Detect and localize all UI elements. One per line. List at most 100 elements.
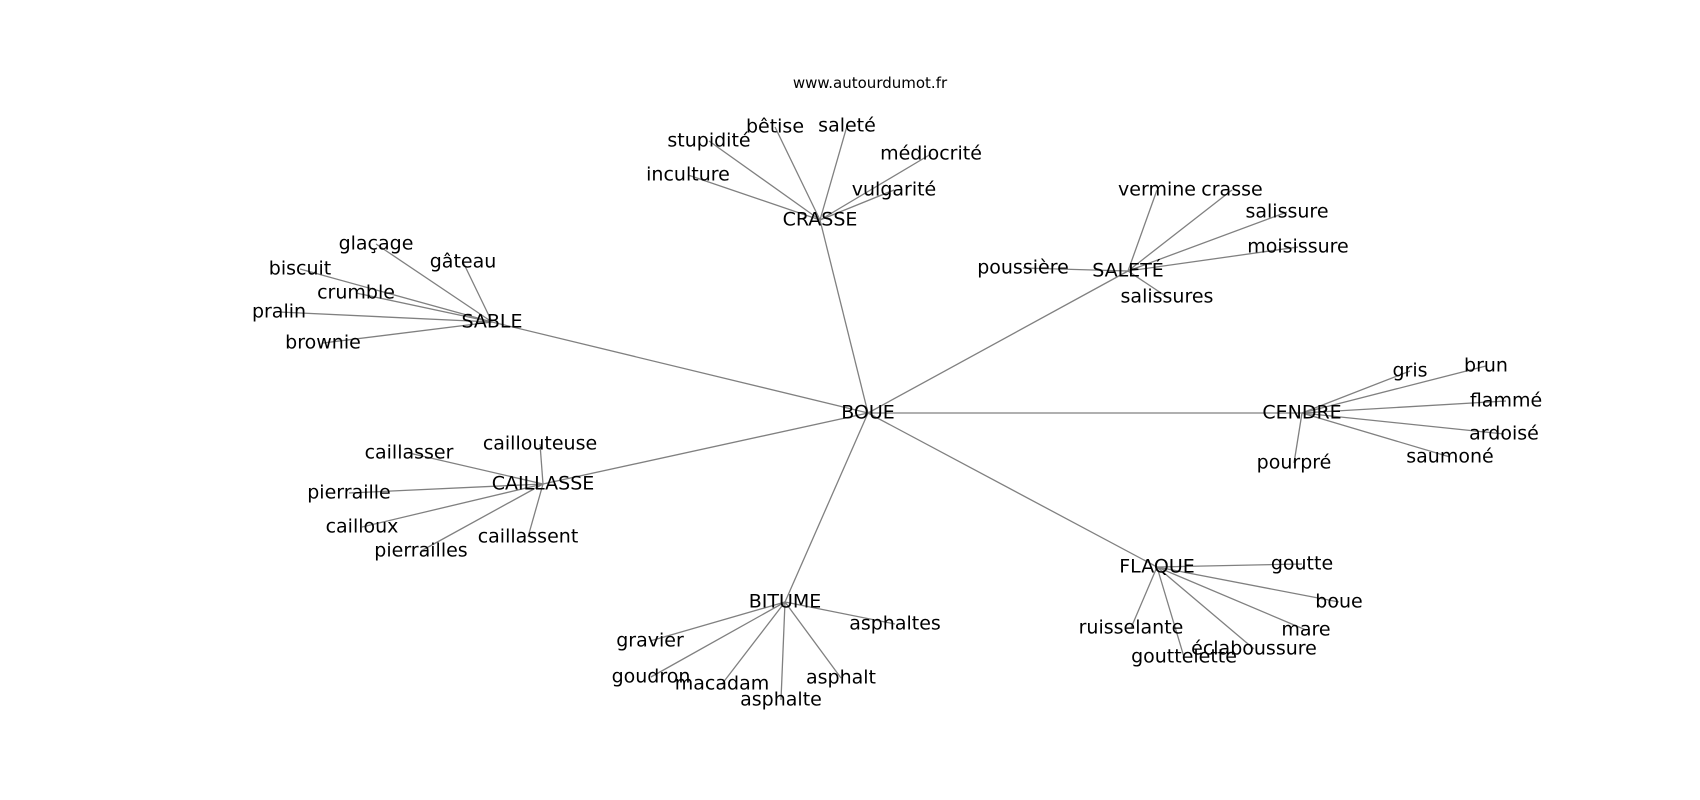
edge-word-4-0 — [539, 443, 544, 485]
edge-word-5-3 — [1156, 566, 1255, 650]
hub-node-label: SALETÉ — [1092, 259, 1164, 282]
word-node-label: gravier — [616, 630, 684, 652]
word-node-label: médiocrité — [880, 143, 982, 165]
word-node-label: cailloux — [326, 516, 399, 538]
edge-word-0-0 — [708, 140, 821, 221]
word-node-label: goutte — [1271, 553, 1333, 575]
edge-word-1-1 — [1127, 189, 1233, 272]
edge-word-1-5 — [1127, 270, 1168, 298]
graph-edges — [278, 125, 1507, 701]
edge-word-4-3 — [361, 483, 544, 528]
hub-node-label: CRASSE — [783, 209, 858, 231]
edge-word-1-3 — [1127, 246, 1299, 272]
word-node-label: biscuit — [269, 258, 331, 280]
edge-word-6-2 — [650, 601, 786, 678]
edge-word-0-1 — [774, 126, 821, 221]
word-node-label: caillouteuse — [483, 433, 597, 455]
word-node-label: inculture — [646, 164, 730, 186]
word-node-label: boue — [1315, 591, 1362, 613]
word-node-label: pierraille — [307, 482, 391, 504]
word-node-label: caillassent — [478, 526, 579, 548]
word-node-label: gouttelette — [1131, 646, 1237, 668]
edge-word-6-4 — [780, 601, 786, 701]
word-node-label: brun — [1464, 355, 1508, 377]
edge-word-3-1 — [1301, 365, 1487, 414]
word-node-label: saleté — [818, 115, 876, 137]
edge-word-6-5 — [784, 601, 842, 679]
hub-node-label: SABLE — [461, 311, 522, 333]
word-node-label: vermine — [1118, 179, 1196, 201]
word-node-label: saumoné — [1406, 446, 1493, 468]
word-node-label: ruisselante — [1079, 617, 1184, 639]
edge-word-1-0 — [1127, 189, 1158, 272]
word-node-label: salissure — [1245, 201, 1328, 223]
word-node-label: gris — [1392, 360, 1427, 382]
edge-center-5 — [867, 412, 1158, 568]
site-url: www.autourdumot.fr — [793, 74, 948, 92]
edge-word-2-1 — [462, 261, 493, 323]
edge-word-0-5 — [819, 189, 895, 221]
word-node-label: asphalt — [806, 667, 876, 689]
edge-word-2-5 — [322, 321, 493, 344]
word-node-label: gâteau — [430, 251, 497, 273]
word-node-label: stupidité — [667, 130, 750, 152]
word-node-label: glaçage — [339, 233, 414, 255]
word-node-label: bêtise — [746, 116, 804, 138]
word-node-label: crumble — [317, 282, 395, 304]
word-node-label: poussière — [977, 257, 1069, 279]
hub-node-label: CAILLASSE — [492, 473, 595, 495]
word-node-label: ardoisé — [1469, 423, 1539, 445]
edge-word-5-0 — [1156, 563, 1303, 568]
edge-center-1 — [867, 270, 1129, 414]
edge-word-2-0 — [375, 243, 493, 323]
word-node-label: goudron — [612, 666, 691, 688]
edge-word-4-2 — [348, 483, 544, 494]
edge-word-3-2 — [1301, 400, 1507, 414]
edge-word-4-4 — [420, 483, 544, 552]
word-node-label: asphaltes — [849, 613, 941, 635]
hub-node-label: FLAQUE — [1119, 556, 1194, 578]
edge-word-6-3 — [721, 601, 786, 685]
edge-word-1-2 — [1127, 211, 1288, 272]
edge-word-5-2 — [1156, 566, 1307, 631]
edge-word-0-4 — [687, 174, 821, 221]
word-node-label: brownie — [285, 332, 361, 354]
word-node-label: éclaboussure — [1191, 638, 1317, 660]
edge-word-0-3 — [819, 153, 932, 221]
edge-word-3-3 — [1301, 412, 1505, 435]
center-node-label: BOUE — [841, 402, 895, 424]
word-node-label: mare — [1281, 619, 1330, 641]
edge-word-4-5 — [527, 483, 544, 538]
word-node-label: pourpré — [1257, 452, 1332, 474]
edge-center-2 — [491, 321, 869, 414]
edge-center-4 — [542, 412, 869, 485]
edge-word-4-1 — [408, 452, 544, 485]
hub-node-label: BITUME — [749, 591, 822, 613]
edge-word-3-4 — [1301, 412, 1451, 458]
word-node-label: caillasser — [365, 442, 454, 464]
word-node-label: macadam — [675, 673, 769, 695]
hub-node-label: CENDRE — [1262, 402, 1341, 424]
edge-word-5-5 — [1130, 566, 1158, 629]
edge-word-1-4 — [1022, 267, 1129, 272]
edge-center-6 — [784, 412, 869, 603]
edge-center-0 — [819, 219, 869, 414]
edge-word-0-2 — [819, 125, 848, 221]
edge-word-3-5 — [1293, 412, 1303, 464]
word-node-label: crasse — [1201, 179, 1262, 201]
word-node-label: pralin — [252, 301, 306, 323]
edge-word-2-3 — [355, 292, 493, 323]
word-node-label: flammé — [1470, 390, 1542, 412]
edge-word-5-1 — [1156, 566, 1340, 603]
word-node-label: moisissure — [1247, 236, 1349, 258]
word-node-label: pierrailles — [374, 540, 467, 562]
word-node-label: salissures — [1121, 286, 1214, 308]
word-node-label: asphalte — [740, 689, 822, 711]
edge-word-3-0 — [1301, 370, 1411, 414]
edge-word-6-1 — [649, 601, 786, 642]
edge-word-2-4 — [278, 311, 493, 323]
edge-word-5-4 — [1156, 566, 1185, 658]
edge-word-2-2 — [299, 268, 493, 323]
